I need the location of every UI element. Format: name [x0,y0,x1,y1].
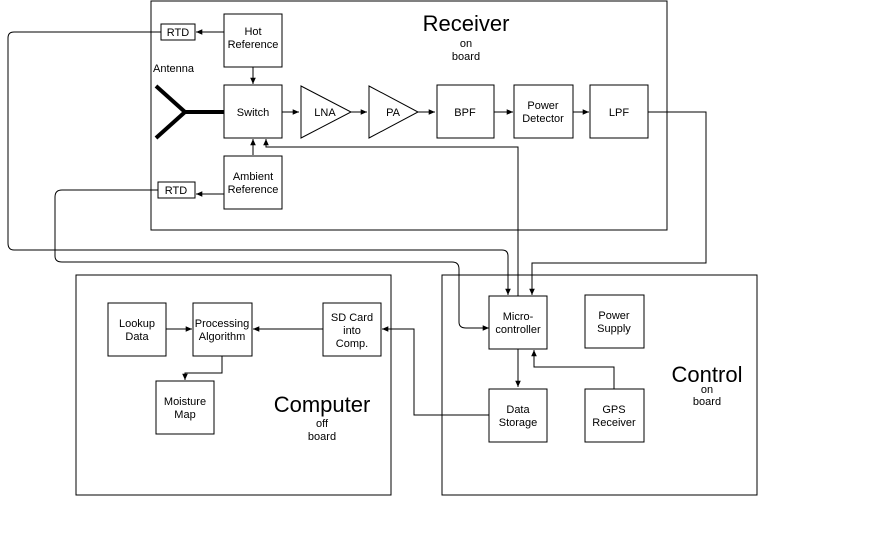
hot-reference-line1: Hot [244,26,261,38]
wire-microcontroller-to-switch [263,139,519,296]
rtd-top-label: RTD [167,27,189,39]
power-detector-line1: Power [527,100,559,112]
gps-receiver-line2: Receiver [592,417,636,429]
moisture-map-line2: Map [174,409,195,421]
lookup-data-line2: Data [125,331,149,343]
lookup-data-block: Lookup Data [107,302,167,357]
control-subtitle-on: on [701,384,713,396]
power-supply-line2: Supply [597,323,631,335]
sd-card-line3: Comp. [336,338,368,350]
data-storage-line2: Storage [499,417,538,429]
microcontroller-block: Micro- controller [488,295,548,350]
switch-block: Switch [223,84,283,139]
rtd-bottom-label: RTD [165,185,187,197]
lpf-block: LPF [589,84,649,139]
rtd-top-block: RTD [160,23,196,41]
receiver-title: Receiver [423,11,510,36]
bpf-label: BPF [454,107,476,119]
lpf-label: LPF [609,107,629,119]
sd-card-line1: SD Card [331,312,373,324]
microcontroller-line2: controller [495,324,541,336]
processing-algorithm-line2: Algorithm [199,331,245,343]
ambient-reference-line2: Reference [228,184,279,196]
gps-receiver-line1: GPS [602,404,625,416]
antenna-label: Antenna [153,63,195,75]
microcontroller-line1: Micro- [503,311,534,323]
sd-card-line2: into [343,325,361,337]
wire-rtd-bottom-to-microcontroller [54,189,489,331]
antenna-icon [154,84,187,140]
lookup-data-line1: Lookup [119,318,155,330]
pa-amplifier-block: PA [368,85,420,139]
ambient-reference-line1: Ambient [233,171,273,183]
bpf-block: BPF [436,84,495,139]
pa-label: PA [386,107,401,119]
data-storage-line1: Data [506,404,530,416]
moisture-map-line1: Moisture [164,396,206,408]
wire-rtd-top-to-microcontroller [7,31,511,295]
power-detector-block: Power Detector [513,84,574,139]
power-detector-line2: Detector [522,113,564,125]
switch-label: Switch [237,107,269,119]
processing-algorithm-line1: Processing [195,318,249,330]
control-subtitle-board: board [693,396,721,408]
lna-label: LNA [314,107,336,119]
receiver-subtitle-board: board [452,51,480,63]
wire-lpf-to-microcontroller [529,111,707,295]
computer-title: Computer [274,392,371,417]
power-supply-block: Power Supply [584,294,645,349]
wire-gps-to-microcontroller [531,350,615,389]
computer-subtitle-board: board [308,431,336,443]
lna-amplifier-block: LNA [300,85,353,139]
hot-reference-line2: Reference [228,39,279,51]
computer-subtitle-off: off [316,418,329,430]
sd-card-block: SD Card into Comp. [322,302,382,357]
control-title: Control [672,362,743,387]
wire-storage-to-sdcard [382,326,489,416]
data-storage-block: Data Storage [488,388,548,443]
moisture-map-block: Moisture Map [155,380,215,435]
hot-reference-block: Hot Reference [223,13,283,68]
processing-algorithm-block: Processing Algorithm [192,302,253,357]
ambient-reference-block: Ambient Reference [223,155,283,210]
receiver-subtitle-on: on [460,38,472,50]
gps-receiver-block: GPS Receiver [584,388,645,443]
power-supply-line1: Power [598,310,630,322]
rtd-bottom-block: RTD [157,181,196,199]
wire-processing-to-moisture [182,356,223,380]
